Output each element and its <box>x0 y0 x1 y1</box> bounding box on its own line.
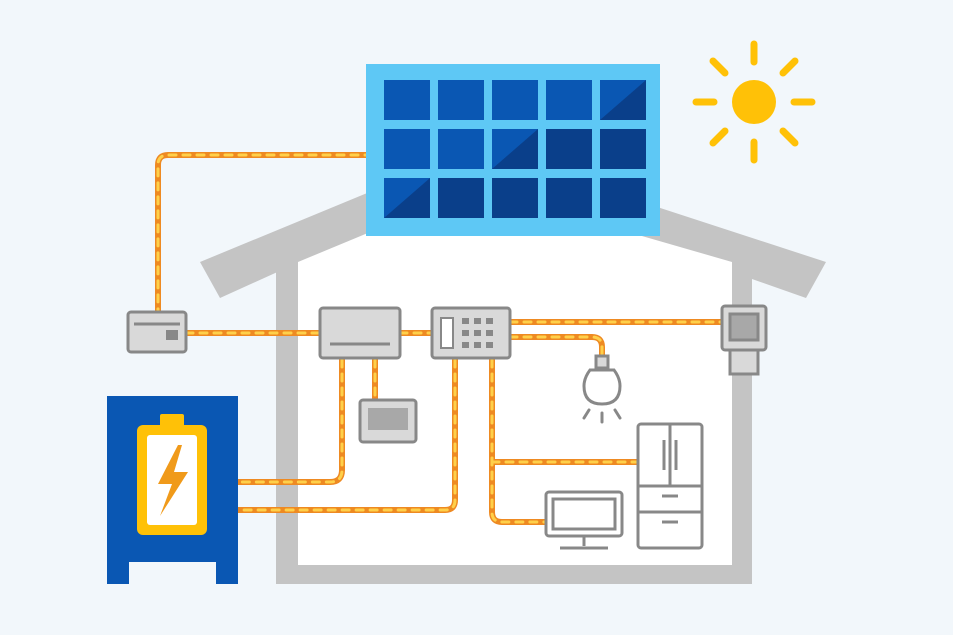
wire-dash <box>156 153 724 524</box>
light-bulb-icon <box>582 354 622 424</box>
storage-battery-icon <box>107 396 238 584</box>
power-meter-icon <box>126 310 188 354</box>
outdoor-unit-icon <box>720 304 768 376</box>
refrigerator-icon <box>636 422 704 550</box>
power-conditioner-icon <box>318 306 402 360</box>
house-interior <box>298 188 732 565</box>
sun-icon <box>692 40 816 164</box>
monitor-display-icon <box>358 398 418 444</box>
lightning-icon <box>158 445 188 516</box>
television-icon <box>544 490 624 550</box>
solar-panel-icon <box>366 64 660 236</box>
solar-cells <box>384 80 646 218</box>
wiring <box>155 152 725 525</box>
distribution-board-icon <box>430 306 512 360</box>
